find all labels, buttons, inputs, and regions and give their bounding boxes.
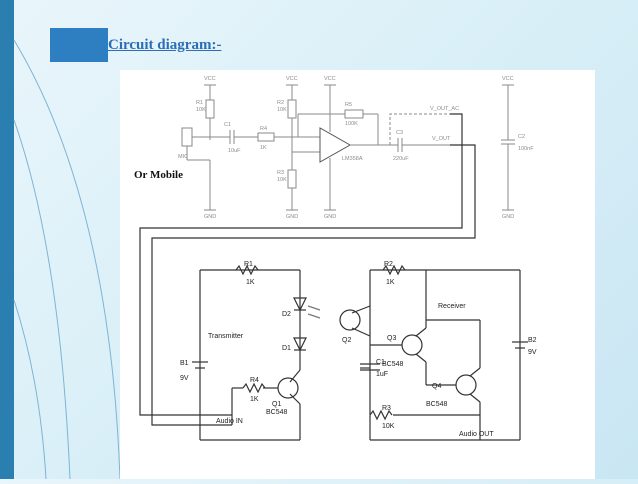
svg-text:Receiver: Receiver — [438, 303, 466, 310]
svg-text:VCC: VCC — [286, 76, 298, 82]
svg-text:9V: 9V — [528, 349, 537, 356]
svg-text:GND: GND — [204, 214, 216, 220]
svg-text:VCC: VCC — [502, 76, 514, 82]
svg-text:R4: R4 — [250, 377, 259, 384]
svg-text:GND: GND — [286, 214, 298, 220]
circuit-diagram: VCC VCC VCC VCC R1 10K MIC C1 10uF R4 1K… — [120, 70, 595, 479]
mobile-annotation: Or Mobile — [134, 169, 183, 181]
svg-text:10uF: 10uF — [228, 148, 241, 154]
svg-text:10K: 10K — [277, 177, 287, 183]
svg-text:1K: 1K — [260, 145, 267, 151]
svg-text:C1: C1 — [224, 122, 231, 128]
svg-text:Q4: Q4 — [432, 383, 441, 390]
lower-circuit — [139, 113, 528, 441]
svg-text:VCC: VCC — [324, 76, 336, 82]
svg-text:1uF: 1uF — [376, 371, 388, 378]
svg-text:1K: 1K — [386, 279, 395, 286]
svg-text:D2: D2 — [282, 311, 291, 318]
svg-text:C1: C1 — [376, 359, 385, 366]
svg-text:VCC: VCC — [204, 76, 216, 82]
svg-text:1K: 1K — [250, 396, 259, 403]
svg-text:Audio IN: Audio IN — [216, 418, 243, 425]
svg-text:BC548: BC548 — [426, 401, 448, 408]
upper-circuit — [181, 84, 515, 211]
svg-text:10K: 10K — [196, 107, 206, 113]
svg-text:Q1: Q1 — [272, 401, 281, 408]
svg-text:V_OUT: V_OUT — [432, 136, 451, 142]
svg-text:GND: GND — [502, 214, 514, 220]
svg-text:BC548: BC548 — [266, 409, 288, 416]
svg-text:R2: R2 — [384, 261, 393, 268]
svg-text:R3: R3 — [382, 405, 391, 412]
svg-text:R4: R4 — [260, 126, 267, 132]
svg-text:LM358A: LM358A — [342, 156, 363, 162]
svg-text:GND: GND — [324, 214, 336, 220]
svg-text:Audio OUT: Audio OUT — [459, 431, 494, 438]
lower-labels: R1 1K Transmitter D2 D1 B1 9V R4 1K Q1 B… — [180, 261, 537, 438]
svg-text:Transmitter: Transmitter — [208, 333, 244, 340]
svg-text:Q3: Q3 — [387, 335, 396, 342]
svg-text:10K: 10K — [382, 423, 395, 430]
left-accent-bar — [0, 0, 14, 479]
svg-text:R3: R3 — [277, 170, 284, 176]
svg-text:R1: R1 — [244, 261, 253, 268]
svg-text:V_OUT_AC: V_OUT_AC — [430, 106, 459, 112]
svg-text:D1: D1 — [282, 345, 291, 352]
svg-text:C3: C3 — [396, 130, 403, 136]
decorative-lines — [13, 39, 121, 479]
title-accent-tab — [50, 28, 108, 62]
svg-text:R1: R1 — [196, 100, 203, 106]
svg-text:BC548: BC548 — [382, 361, 404, 368]
svg-text:MIC: MIC — [178, 154, 188, 160]
svg-text:1K: 1K — [246, 279, 255, 286]
svg-text:220uF: 220uF — [393, 156, 409, 162]
svg-text:10K: 10K — [277, 107, 287, 113]
svg-text:B2: B2 — [528, 337, 537, 344]
svg-text:B1: B1 — [180, 360, 189, 367]
slide-title: Circuit diagram:- — [108, 37, 222, 53]
svg-text:100nF: 100nF — [518, 146, 534, 152]
svg-text:C2: C2 — [518, 134, 525, 140]
svg-text:R2: R2 — [277, 100, 284, 106]
upper-labels: VCC VCC VCC VCC R1 10K MIC C1 10uF R4 1K… — [178, 76, 534, 220]
svg-text:9V: 9V — [180, 375, 189, 382]
svg-text:100K: 100K — [345, 121, 358, 127]
svg-text:Q2: Q2 — [342, 337, 351, 344]
svg-text:R5: R5 — [345, 102, 352, 108]
